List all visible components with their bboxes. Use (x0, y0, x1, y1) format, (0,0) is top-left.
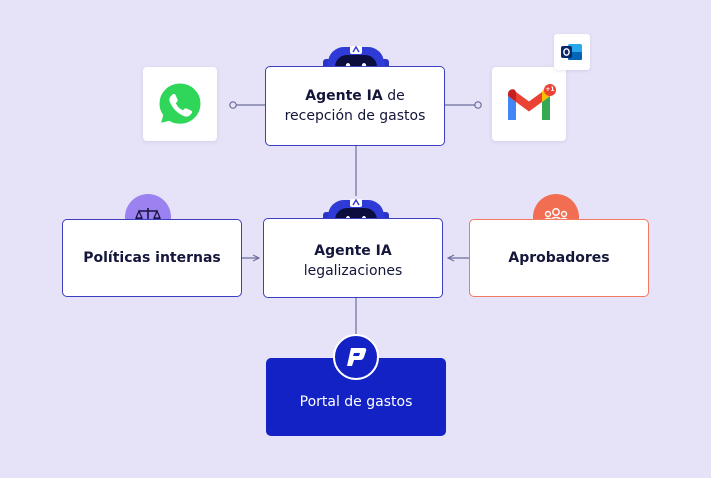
connector-dot-left (229, 101, 237, 109)
reception-agent-title-suffix: de (387, 88, 405, 104)
whatsapp-tile (143, 67, 217, 141)
expense-portal-label: Portal de gastos (299, 394, 413, 410)
connector-dot-right (474, 101, 482, 109)
reception-agent-title: Agente IA (305, 88, 383, 104)
portal-logo-badge (333, 334, 379, 380)
internal-policies-label: Políticas internas (83, 250, 221, 266)
approvers-label: Aprobadores (508, 250, 610, 266)
internal-policies-node: Políticas internas (62, 219, 242, 297)
reception-agent-node: Agente IA de recepción de gastos (265, 66, 445, 146)
reception-agent-title-line: Agente IA de (305, 86, 404, 106)
legalizations-agent-node: Agente IA legalizaciones (263, 218, 443, 298)
legalizations-agent-title: Agente IA (314, 243, 392, 259)
legalizations-agent-subtitle: legalizaciones (303, 263, 403, 279)
whatsapp-icon (156, 80, 204, 128)
outlook-tile (554, 34, 590, 70)
approvers-node: Aprobadores (469, 219, 649, 297)
outlook-icon (561, 44, 582, 60)
gmail-icon (508, 89, 550, 120)
portal-logo-icon (347, 348, 367, 366)
gmail-tile: +1 (492, 67, 566, 141)
reception-agent-subtitle: recepción de gastos (284, 108, 426, 124)
notification-badge: +1 (544, 84, 556, 96)
